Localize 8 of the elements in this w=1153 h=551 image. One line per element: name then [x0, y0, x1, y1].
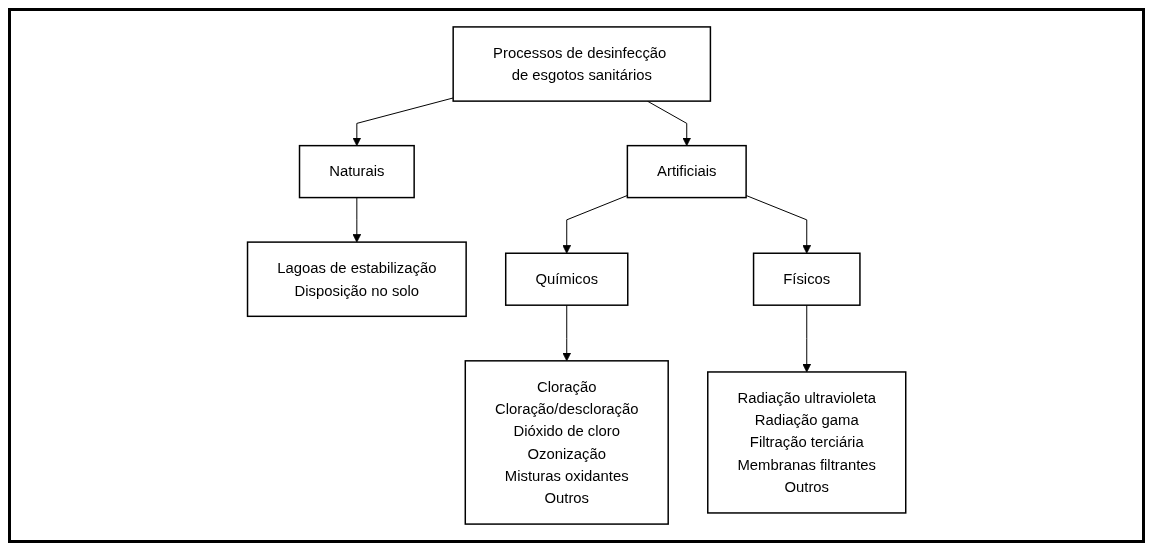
- node-box: Artificiais: [626, 144, 747, 199]
- node-box: Radiação ultravioleta Radiação gama Filtração terciária Membranas filtrantes Outros: [706, 371, 907, 514]
- node-box: Naturais: [298, 144, 415, 199]
- node-box: Processos de desinfecção de esgotos sanitários: [452, 26, 711, 102]
- node-box: Químicos: [504, 252, 629, 306]
- node-box: Físicos: [752, 252, 861, 306]
- node-box: Lagoas de estabilização Disposição no solo: [246, 241, 467, 318]
- node-box: Cloração Cloração/descloração Dióxido de cloro Ozonização Misturas oxidantes Outros: [464, 360, 669, 525]
